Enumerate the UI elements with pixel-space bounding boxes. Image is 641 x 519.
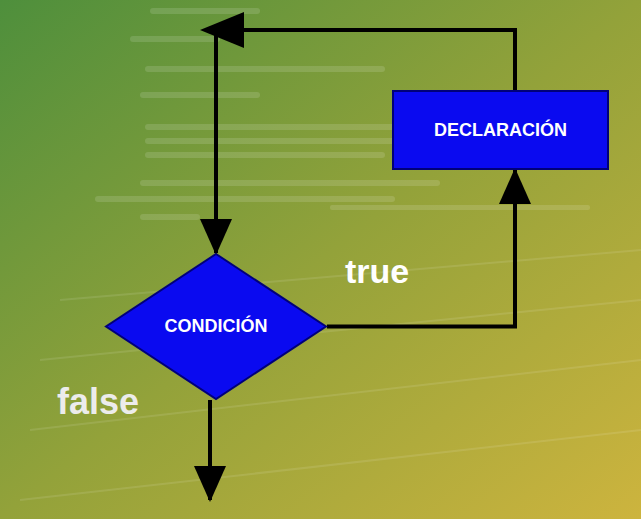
branch-label: false xyxy=(57,381,139,423)
node-label: CONDICIÓN xyxy=(165,316,268,337)
node-label: DECLARACIÓN xyxy=(434,120,567,141)
box-fill xyxy=(393,91,608,169)
edge-label: true xyxy=(345,252,409,291)
flow-connector xyxy=(327,170,515,327)
process-box: DECLARACIÓN xyxy=(392,90,609,170)
flow-arrowhead xyxy=(200,12,244,48)
decision-diamond: CONDICIÓN xyxy=(105,253,327,400)
blurred-keyboard xyxy=(20,250,641,500)
diamond-fill xyxy=(106,254,326,399)
false-exit-arrow xyxy=(208,400,212,500)
